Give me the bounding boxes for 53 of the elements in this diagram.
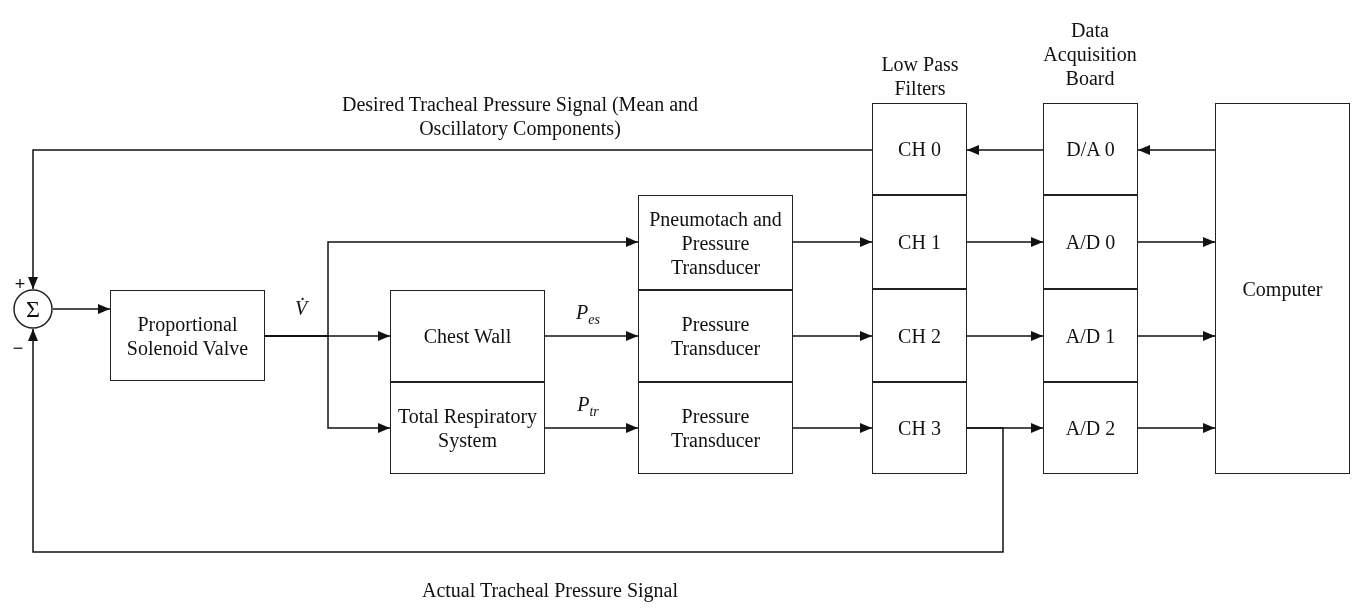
box-label: Proportional Solenoid Valve	[125, 311, 250, 360]
process-box	[872, 382, 967, 474]
process-box	[390, 290, 545, 382]
box-label: Pneumotach and Pressure Transducer	[648, 206, 783, 279]
process-box	[1215, 103, 1350, 474]
box-label: Total Respiratory System	[396, 404, 539, 452]
arrow	[966, 145, 1044, 155]
process-box	[1043, 195, 1138, 289]
arrow	[966, 331, 1044, 341]
box-label: A/D 2	[1065, 416, 1116, 440]
process-box	[390, 382, 545, 474]
arrow	[264, 335, 391, 433]
box-label: Pressure Transducer	[669, 404, 762, 452]
arrow	[52, 304, 111, 314]
box-label: Pressure Transducer	[669, 312, 762, 360]
arrow	[544, 331, 639, 341]
box-label: CH 3	[898, 416, 941, 440]
arrow	[1137, 237, 1216, 247]
process-box	[872, 195, 967, 289]
process-box	[1043, 103, 1138, 195]
sum-symbol: Σ	[26, 294, 40, 324]
sign-label: −	[11, 338, 25, 360]
arrow	[544, 423, 639, 433]
arrow	[1137, 331, 1216, 341]
column-heading: Data Acquisition Board	[1042, 18, 1138, 90]
process-box	[1043, 382, 1138, 474]
process-box	[638, 382, 793, 474]
process-box	[110, 290, 265, 381]
arrow	[28, 328, 1004, 553]
process-box	[872, 289, 967, 382]
summing-junction	[13, 289, 53, 329]
box-label: D/A 0	[1066, 137, 1115, 161]
arrow	[792, 237, 873, 247]
box-label: CH 0	[898, 137, 941, 161]
box-label: A/D 0	[1065, 230, 1116, 254]
arrow	[966, 237, 1044, 247]
arrow	[1137, 145, 1216, 155]
box-label: CH 2	[898, 323, 941, 348]
process-box	[1043, 289, 1138, 382]
process-box	[872, 103, 967, 195]
process-box	[638, 290, 793, 382]
arrow	[792, 423, 873, 433]
box-label: CH 1	[898, 230, 941, 254]
arrow	[792, 331, 873, 341]
column-heading: Low Pass Filters	[880, 52, 960, 100]
box-label: A/D 1	[1065, 323, 1116, 348]
arrow	[28, 149, 873, 290]
box-label: Computer	[1242, 276, 1323, 301]
signal-label: V̇	[293, 296, 310, 320]
box-label: Chest Wall	[423, 324, 512, 348]
arrow	[1137, 423, 1216, 433]
sign-label: +	[13, 274, 27, 296]
process-box	[638, 195, 793, 290]
